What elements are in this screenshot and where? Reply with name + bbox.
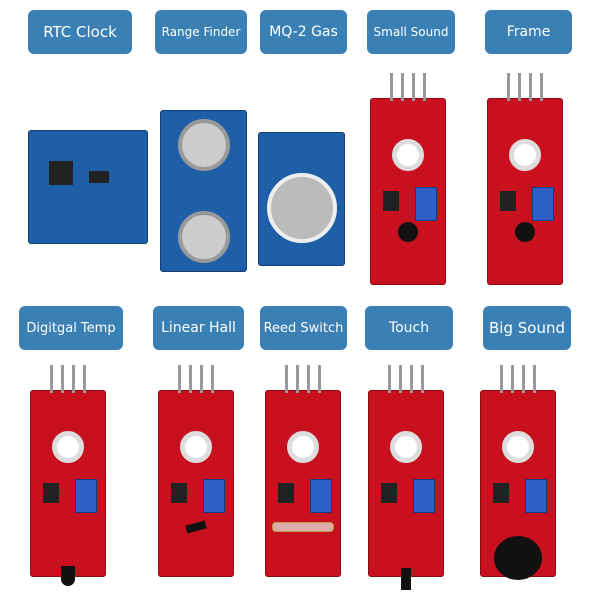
sensor-element xyxy=(398,222,418,242)
potentiometer xyxy=(413,479,435,513)
comparator-chip xyxy=(171,483,187,503)
header-pins xyxy=(285,365,321,393)
label-small-sound: Small Sound xyxy=(367,10,455,54)
chip xyxy=(89,171,109,183)
potentiometer xyxy=(310,479,332,513)
reed-switch-module-image xyxy=(265,365,341,577)
mounting-hole xyxy=(509,139,541,171)
label-linear-hall: Linear Hall xyxy=(153,306,244,350)
potentiometer xyxy=(75,479,97,513)
mounting-hole xyxy=(52,431,84,463)
label-frame: Frame xyxy=(485,10,572,54)
label-range-finder: Range Finder xyxy=(155,10,247,54)
comparator-chip xyxy=(493,483,509,503)
chip xyxy=(49,161,73,185)
digital-temp-module-image xyxy=(30,365,106,586)
comparator-chip xyxy=(500,191,516,211)
label-touch: Touch xyxy=(365,306,453,350)
mounting-hole xyxy=(390,431,422,463)
touch-module-image xyxy=(368,365,444,590)
sensor-element xyxy=(515,222,535,242)
header-pins xyxy=(178,365,214,393)
comparator-chip xyxy=(278,483,294,503)
potentiometer xyxy=(525,479,547,513)
header-pins xyxy=(50,365,86,393)
sensor-element xyxy=(61,566,75,586)
potentiometer xyxy=(532,187,554,221)
header-pins xyxy=(500,365,536,393)
mq2-gas-module-image xyxy=(258,132,345,266)
header-pins xyxy=(388,365,424,393)
comparator-chip xyxy=(43,483,59,503)
rtc-clock-module-image xyxy=(28,130,148,244)
gas-sensor-mesh xyxy=(266,173,337,243)
label-big-sound: Big Sound xyxy=(483,306,571,350)
header-pins xyxy=(507,73,543,101)
header-pins xyxy=(390,73,426,101)
sensor-element xyxy=(494,536,542,580)
label-rtc-clock: RTC Clock xyxy=(28,10,132,54)
label-reed-switch: Reed Switch xyxy=(260,306,347,350)
mounting-hole xyxy=(502,431,534,463)
mounting-hole xyxy=(287,431,319,463)
potentiometer xyxy=(415,187,437,221)
small-sound-module-image xyxy=(370,73,446,285)
label-mq2-gas: MQ-2 Gas xyxy=(260,10,347,54)
ultrasonic-transducer xyxy=(177,119,230,171)
range-finder-module-image xyxy=(160,110,247,272)
big-sound-module-image xyxy=(480,365,556,580)
comparator-chip xyxy=(383,191,399,211)
comparator-chip xyxy=(381,483,397,503)
sensor-element xyxy=(272,522,334,532)
frame-module-image xyxy=(487,73,563,285)
label-digital-temp: Digitgal Temp xyxy=(19,306,123,350)
sensor-element xyxy=(185,520,207,534)
linear-hall-module-image xyxy=(158,365,234,577)
sensor-element xyxy=(401,568,411,590)
mounting-hole xyxy=(180,431,212,463)
ultrasonic-transducer xyxy=(177,211,230,263)
potentiometer xyxy=(203,479,225,513)
mounting-hole xyxy=(392,139,424,171)
